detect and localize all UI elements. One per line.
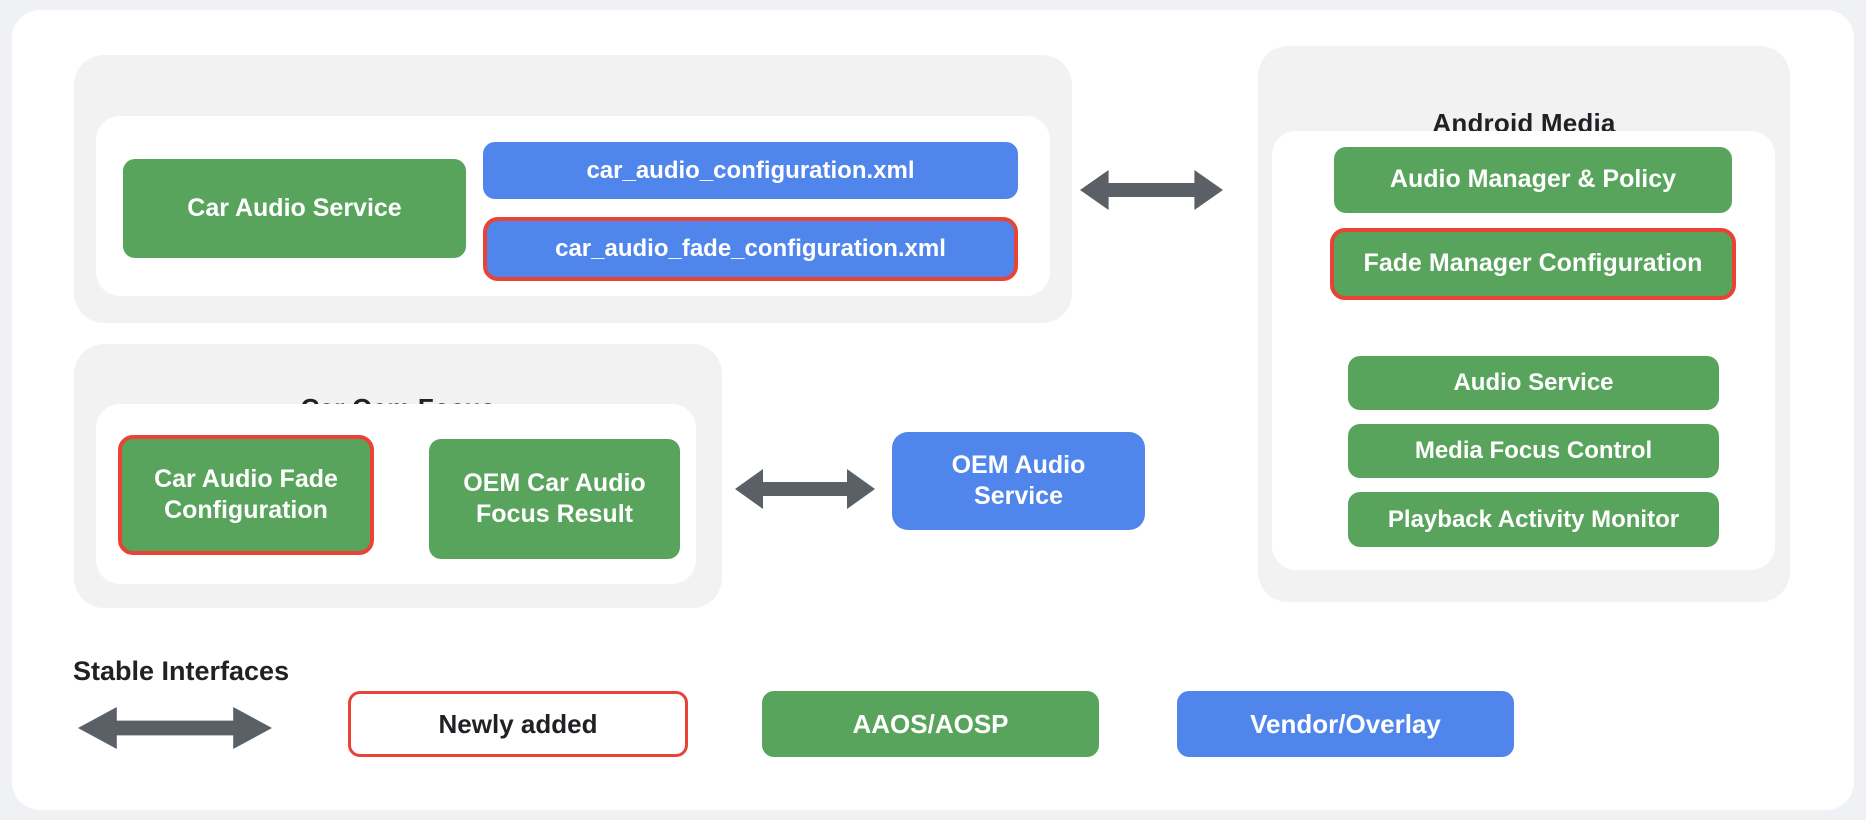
legend-aaos-aosp: AAOS/AOSP (762, 691, 1099, 757)
car-oem-focus-panel: Car Oem Focus Car Audio Fade Configurati… (74, 344, 722, 608)
android-media-inner-container: Audio Manager & Policy Fade Manager Conf… (1272, 131, 1775, 570)
legend-vendor-overlay: Vendor/Overlay (1177, 691, 1514, 757)
playback-activity-monitor-node: Playback Activity Monitor (1348, 492, 1719, 547)
audio-manager-policy-node: Audio Manager & Policy (1334, 147, 1732, 213)
car-audio-fade-configuration-node: Car Audio Fade Configuration (118, 435, 374, 555)
car-audio-configuration-xml-node: car_audio_configuration.xml (483, 142, 1018, 199)
legend-newly-added: Newly added (348, 691, 688, 757)
oem-audio-service-node: OEM Audio Service (892, 432, 1145, 530)
car-audio-fade-configuration-xml-node: car_audio_fade_configuration.xml (483, 217, 1018, 281)
car-service-inner-container: Car Audio Service car_audio_configuratio… (96, 116, 1050, 296)
stable-interfaces-label: Stable Interfaces (73, 656, 290, 686)
stable-interface-arrow-icon (1080, 170, 1223, 210)
android-media-panel: Android Media Audio Manager & Policy Fad… (1258, 46, 1790, 602)
car-audio-service-node: Car Audio Service (123, 159, 466, 258)
car-oem-focus-inner-container: Car Audio Fade Configuration OEM Car Aud… (96, 404, 696, 584)
audio-service-node: Audio Service (1348, 356, 1719, 410)
stable-interface-arrow-icon (78, 707, 272, 749)
stable-interface-arrow-icon (735, 469, 875, 509)
fade-manager-configuration-node: Fade Manager Configuration (1330, 228, 1736, 300)
oem-car-audio-focus-result-node: OEM Car Audio Focus Result (429, 439, 680, 559)
media-focus-control-node: Media Focus Control (1348, 424, 1719, 478)
car-service-panel: Car Service Car Audio Service car_audio_… (74, 55, 1072, 323)
